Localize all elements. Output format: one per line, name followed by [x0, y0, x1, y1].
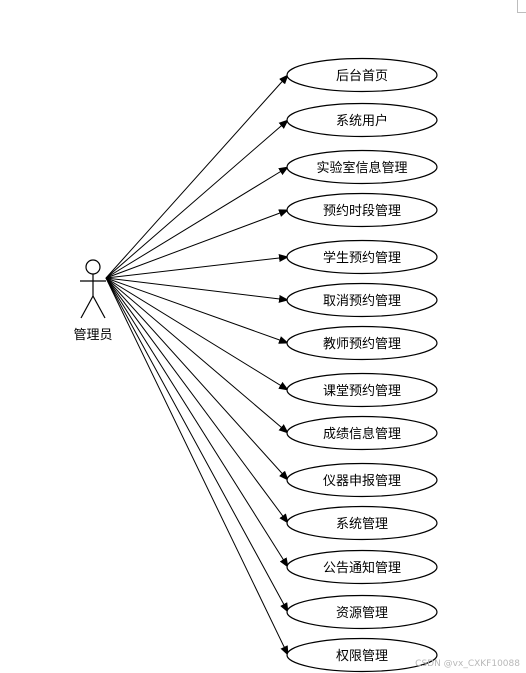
watermark: CSDN @vx_CXKF10088 [415, 659, 520, 669]
use-case: 成绩信息管理 [286, 415, 438, 451]
use-case-label: 实验室信息管理 [316, 160, 407, 176]
use-case: 后台首页 [286, 57, 438, 93]
use-case: 仪器申报管理 [286, 462, 438, 498]
use-case-ellipse [286, 549, 438, 585]
use-case-ellipse [286, 282, 438, 318]
use-case-nodes: 后台首页系统用户实验室信息管理预约时段管理学生预约管理取消预约管理教师预约管理课… [286, 57, 438, 673]
page-corner-mark [517, 0, 526, 13]
use-case-label: 仪器申报管理 [323, 474, 401, 489]
use-case-label: 学生预约管理 [323, 250, 401, 266]
use-case-label: 课堂预约管理 [323, 384, 401, 399]
association-line [105, 277, 289, 656]
use-case: 预约时段管理 [286, 192, 438, 228]
association-line [105, 277, 289, 434]
association-line [105, 74, 289, 279]
use-case-ellipse [286, 149, 438, 185]
use-case-ellipse [286, 637, 438, 673]
use-case-label: 系统管理 [336, 517, 388, 532]
stick-figure-icon [80, 259, 106, 319]
use-case: 教师预约管理 [286, 325, 438, 361]
association-line [105, 277, 289, 568]
use-case-ellipse [286, 239, 438, 275]
association-lines [105, 74, 289, 656]
use-case-label: 权限管理 [336, 648, 388, 664]
use-case-label: 成绩信息管理 [323, 426, 401, 442]
association-line [105, 277, 289, 613]
actor-admin: 管理员 [73, 259, 113, 343]
use-case-label: 教师预约管理 [323, 336, 401, 352]
use-case-ellipse [286, 415, 438, 451]
use-case: 权限管理 [286, 637, 438, 673]
association-line [105, 277, 289, 524]
use-case-ellipse [286, 102, 438, 138]
use-case-ellipse [286, 325, 438, 361]
use-case: 系统用户 [286, 102, 438, 138]
association-line [105, 277, 289, 303]
use-case: 资源管理 [286, 594, 438, 630]
use-case: 课堂预约管理 [286, 372, 438, 408]
use-case-ellipse [286, 462, 438, 498]
association-line [105, 254, 289, 279]
use-case: 实验室信息管理 [286, 149, 438, 185]
use-case-ellipse [286, 57, 438, 93]
use-case-label: 公告通知管理 [323, 560, 401, 576]
use-case-ellipse [286, 594, 438, 630]
association-line [105, 277, 289, 391]
use-case: 公告通知管理 [286, 549, 438, 585]
use-case-label: 后台首页 [336, 69, 388, 84]
association-line [105, 277, 289, 481]
use-case: 学生预约管理 [286, 239, 438, 275]
association-line [105, 119, 289, 279]
use-case: 系统管理 [286, 505, 438, 541]
actor-label: 管理员 [73, 328, 112, 343]
association-line [105, 277, 289, 344]
use-case-label: 资源管理 [336, 606, 388, 621]
use-case-ellipse [286, 372, 438, 408]
use-case-label: 预约时段管理 [323, 204, 401, 219]
use-case-ellipse [286, 192, 438, 228]
use-case-label: 取消预约管理 [323, 294, 401, 309]
use-case-label: 系统用户 [336, 113, 388, 129]
association-line [105, 209, 289, 279]
use-case-ellipse [286, 505, 438, 541]
association-line [105, 166, 289, 279]
use-case: 取消预约管理 [286, 282, 438, 318]
